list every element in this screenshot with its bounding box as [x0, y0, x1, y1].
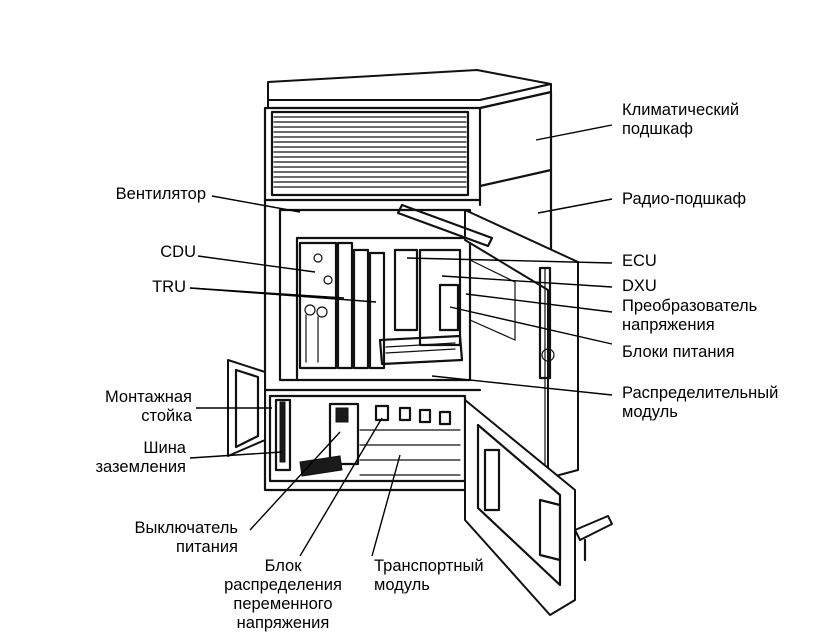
climate-grille — [270, 110, 470, 197]
leader-ground-bus — [189, 451, 283, 459]
leader-distribution — [431, 375, 613, 396]
label-power-units: Блоки питания — [622, 343, 735, 361]
leader-climate — [535, 124, 613, 141]
label-transport-module: Транспортный модуль — [374, 557, 484, 594]
label-grounding-bus: Шина заземления — [95, 439, 186, 476]
leader-transport — [371, 454, 401, 557]
label-ecu: ECU — [622, 252, 657, 270]
leader-cdu — [197, 255, 316, 273]
leader-power-switch — [249, 431, 341, 531]
leader-converter — [465, 293, 613, 313]
label-dxu: DXU — [622, 277, 657, 295]
label-radio-subcabinet: Радио-подшкаф — [622, 190, 747, 208]
label-voltage-converter: Преобразователь напряжения — [622, 297, 758, 334]
leader-fan — [211, 195, 301, 213]
label-fan: Вентилятор — [115, 185, 206, 203]
label-distribution-module: Распределительный модуль — [622, 384, 779, 421]
radio-compartment — [278, 208, 472, 382]
leader-tru-2 — [189, 287, 377, 303]
leader-lines — [189, 124, 613, 557]
leader-radio — [537, 198, 613, 214]
label-climate-subcabinet: Климатический подшкаф — [622, 101, 740, 138]
label-ac-distribution-block: Блок распределения переменного напряжени… — [224, 557, 342, 632]
leader-dxu — [441, 275, 613, 288]
label-tru: TRU — [152, 278, 186, 296]
lower-door — [464, 399, 613, 616]
leader-power-units — [449, 306, 613, 345]
label-mounting-rack: Монтажная стойка — [104, 388, 192, 425]
label-power-switch: Выключатель питания — [134, 519, 238, 556]
leader-ecu — [406, 257, 613, 264]
label-cdu: CDU — [160, 243, 196, 261]
lower-compartment — [268, 394, 467, 483]
leader-ac-block — [299, 417, 383, 557]
